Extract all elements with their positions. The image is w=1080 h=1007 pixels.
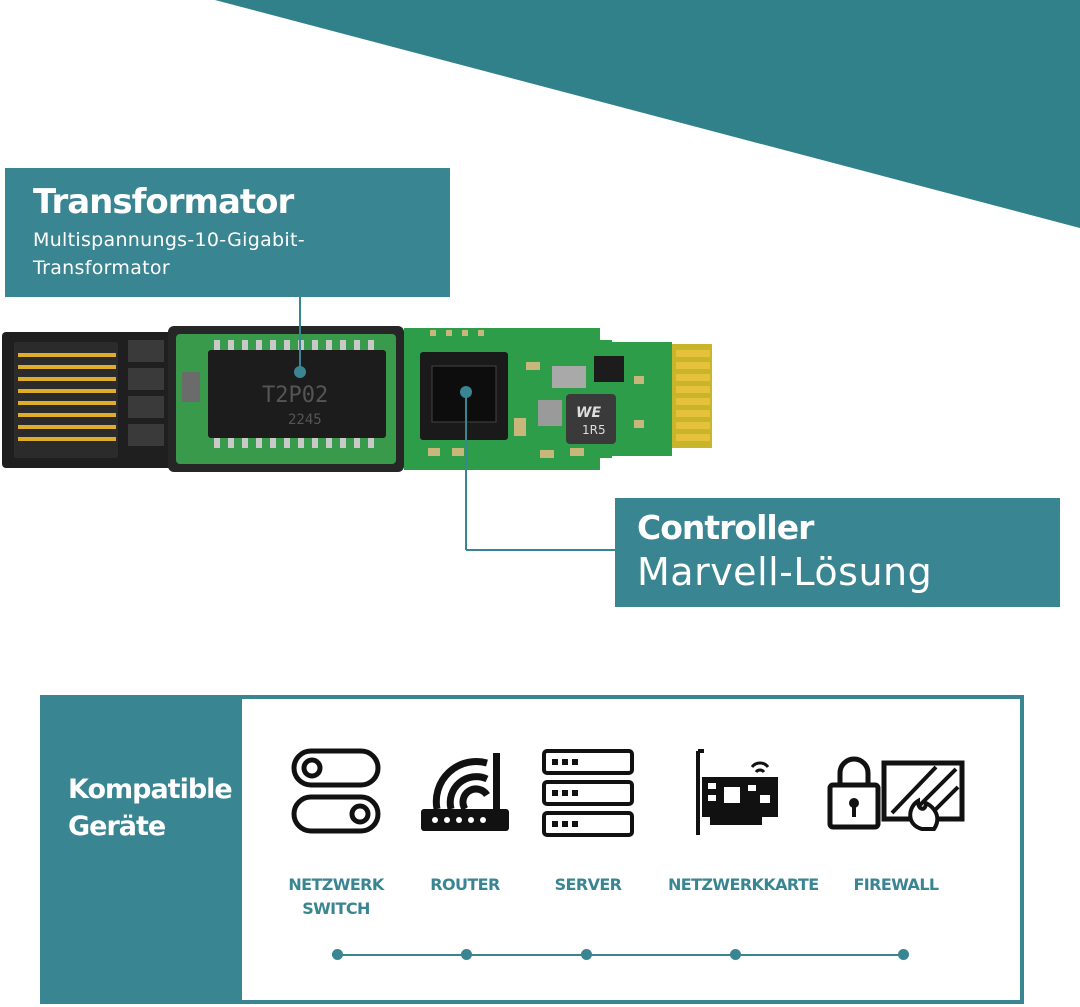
server-icon — [542, 749, 634, 837]
controller-callout: Controller Marvell-Lösung — [615, 498, 1060, 607]
device-timeline — [332, 949, 909, 961]
transformator-title: Transformator — [33, 182, 294, 222]
compatible-devices-title: Kompatible Geräte — [68, 774, 233, 842]
controller-subtitle: Marvell-Lösung — [637, 550, 933, 594]
device-router: ROUTER — [395, 745, 535, 894]
transformator-subtitle: Multispannungs-10-Gigabit-Transformator — [33, 229, 305, 279]
timeline-dot — [730, 949, 741, 960]
inductor-value: 1R5 — [582, 423, 606, 437]
device-name-firewall: FIREWALL — [853, 875, 939, 894]
compatible-devices-section: Kompatible Geräte NETZWERK SWITCH ROUTER — [40, 695, 1024, 1004]
chip-batch: 2245 — [288, 412, 322, 428]
timeline-dot — [332, 949, 343, 960]
network-card-icon — [696, 749, 778, 835]
device-network-switch: NETZWERK SWITCH — [266, 745, 406, 918]
device-name-network-switch: NETZWERK SWITCH — [288, 875, 384, 918]
inductor-logo: WE — [576, 405, 601, 421]
header-banner — [215, 0, 1080, 228]
timeline-line — [332, 954, 908, 956]
network-module-image: T2P02 2245 WE 1R5 — [2, 326, 712, 472]
timeline-dot — [461, 949, 472, 960]
controller-title: Controller — [637, 508, 814, 547]
device-firewall: FIREWALL — [826, 745, 966, 894]
device-name-server: SERVER — [554, 875, 622, 894]
device-network-card: NETZWERKKARTE — [668, 745, 819, 894]
firewall-icon — [827, 756, 965, 831]
network-switch-icon — [291, 748, 381, 834]
chip-code: T2P02 — [262, 383, 328, 408]
device-name-router: ROUTER — [430, 875, 500, 894]
timeline-dot — [898, 949, 909, 960]
compatible-devices-panel: NETZWERK SWITCH ROUTER — [242, 699, 1020, 1000]
timeline-dot — [581, 949, 592, 960]
router-icon — [421, 753, 509, 831]
device-server: SERVER — [518, 745, 658, 894]
device-name-network-card: NETZWERKKARTE — [668, 875, 819, 894]
transformator-callout: Transformator Multispannungs-10-Gigabit-… — [5, 168, 450, 297]
